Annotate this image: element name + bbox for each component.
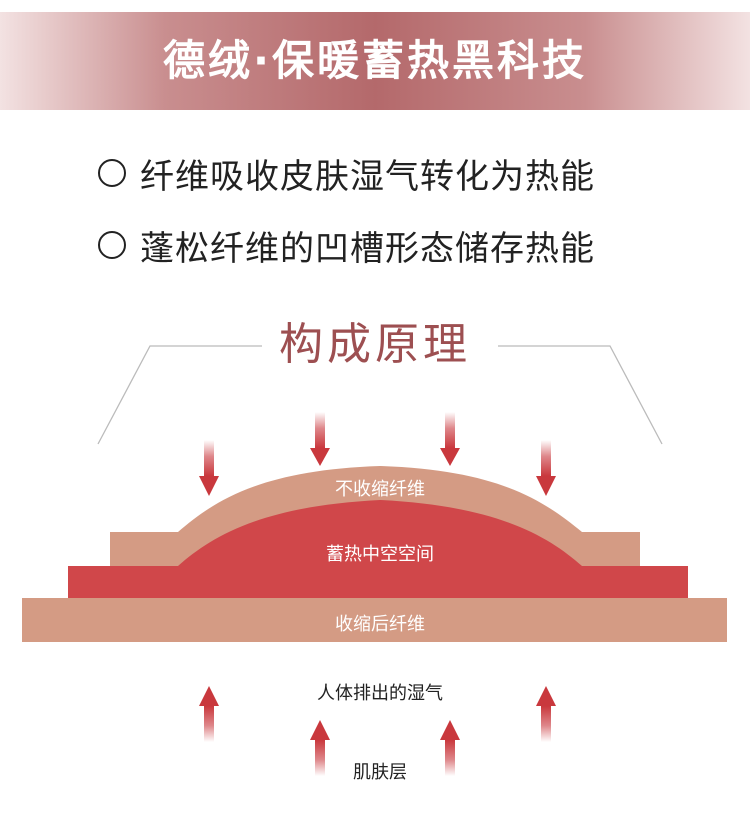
skin-layer-label: 肌肤层 — [353, 762, 407, 783]
feature-text: 纤维吸收皮肤湿气转化为热能 — [140, 156, 595, 197]
bottom-layer-label: 收缩后纤维 — [335, 614, 425, 635]
arrow-down-icon — [310, 412, 330, 466]
radio-circle-icon — [98, 231, 126, 259]
feature-item: 纤维吸收皮肤湿气转化为热能 — [98, 148, 595, 198]
arrow-up-icon — [199, 686, 219, 742]
red-hollow-layer — [68, 500, 688, 598]
radio-circle-icon — [98, 159, 126, 187]
arrow-up-icon — [536, 686, 556, 742]
feature-text: 蓬松纤维的凹槽形态储存热能 — [140, 228, 595, 269]
arrow-down-icon — [440, 412, 460, 466]
header-title: 德绒·保暖蓄热黑科技 — [163, 36, 587, 85]
arrow-down-icon — [199, 440, 219, 496]
top-layer-label: 不收缩纤维 — [335, 479, 425, 500]
bracket-right-line — [498, 345, 663, 445]
middle-layer-label: 蓄热中空空间 — [326, 544, 434, 565]
moisture-label: 人体排出的湿气 — [317, 683, 443, 704]
principle-title: 构成原理 — [279, 319, 471, 370]
shrunk-fiber-layer — [22, 598, 727, 642]
arrow-up-icon — [440, 720, 460, 776]
feature-item: 蓬松纤维的凹槽形态储存热能 — [98, 220, 595, 270]
bracket-left-line — [97, 345, 262, 445]
arrow-up-icon — [310, 720, 330, 776]
arrow-down-icon — [536, 440, 556, 496]
header-banner: 德绒·保暖蓄热黑科技 — [0, 12, 750, 110]
